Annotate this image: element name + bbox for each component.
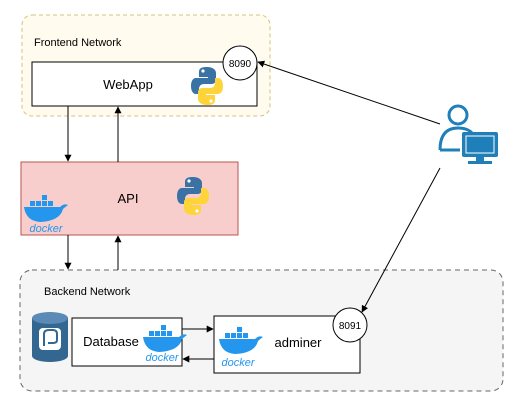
adminer-node[interactable]: docker adminer 8091 xyxy=(213,307,368,374)
api-node[interactable]: API docker xyxy=(20,161,239,236)
docker-text: docker xyxy=(29,223,63,235)
docker-text: docker xyxy=(145,352,179,364)
database-node[interactable]: Database docker xyxy=(32,312,187,367)
edge-user-to-webapp xyxy=(257,60,441,125)
api-label: API xyxy=(118,191,139,206)
webapp-port: 8090 xyxy=(229,59,252,70)
frontend-network-label: Frontend Network xyxy=(34,37,122,49)
postgresql-icon xyxy=(32,312,68,362)
docker-icon: docker xyxy=(143,325,187,364)
adminer-port-badge: 8091 xyxy=(332,307,368,343)
adminer-label: adminer xyxy=(275,335,323,350)
webapp-node[interactable]: WebApp 8090 xyxy=(31,45,258,107)
docker-text: docker xyxy=(221,357,255,369)
edges xyxy=(64,60,441,363)
backend-network-label: Backend Network xyxy=(44,286,131,298)
docker-icon: docker xyxy=(219,327,263,369)
database-label: Database xyxy=(83,334,139,349)
docker-icon: docker xyxy=(24,195,68,235)
edge-user-to-adminer xyxy=(361,167,441,313)
user-computer-icon[interactable] xyxy=(438,104,498,164)
adminer-port: 8091 xyxy=(339,321,362,332)
webapp-port-badge: 8090 xyxy=(222,45,258,81)
webapp-label: WebApp xyxy=(103,77,153,92)
